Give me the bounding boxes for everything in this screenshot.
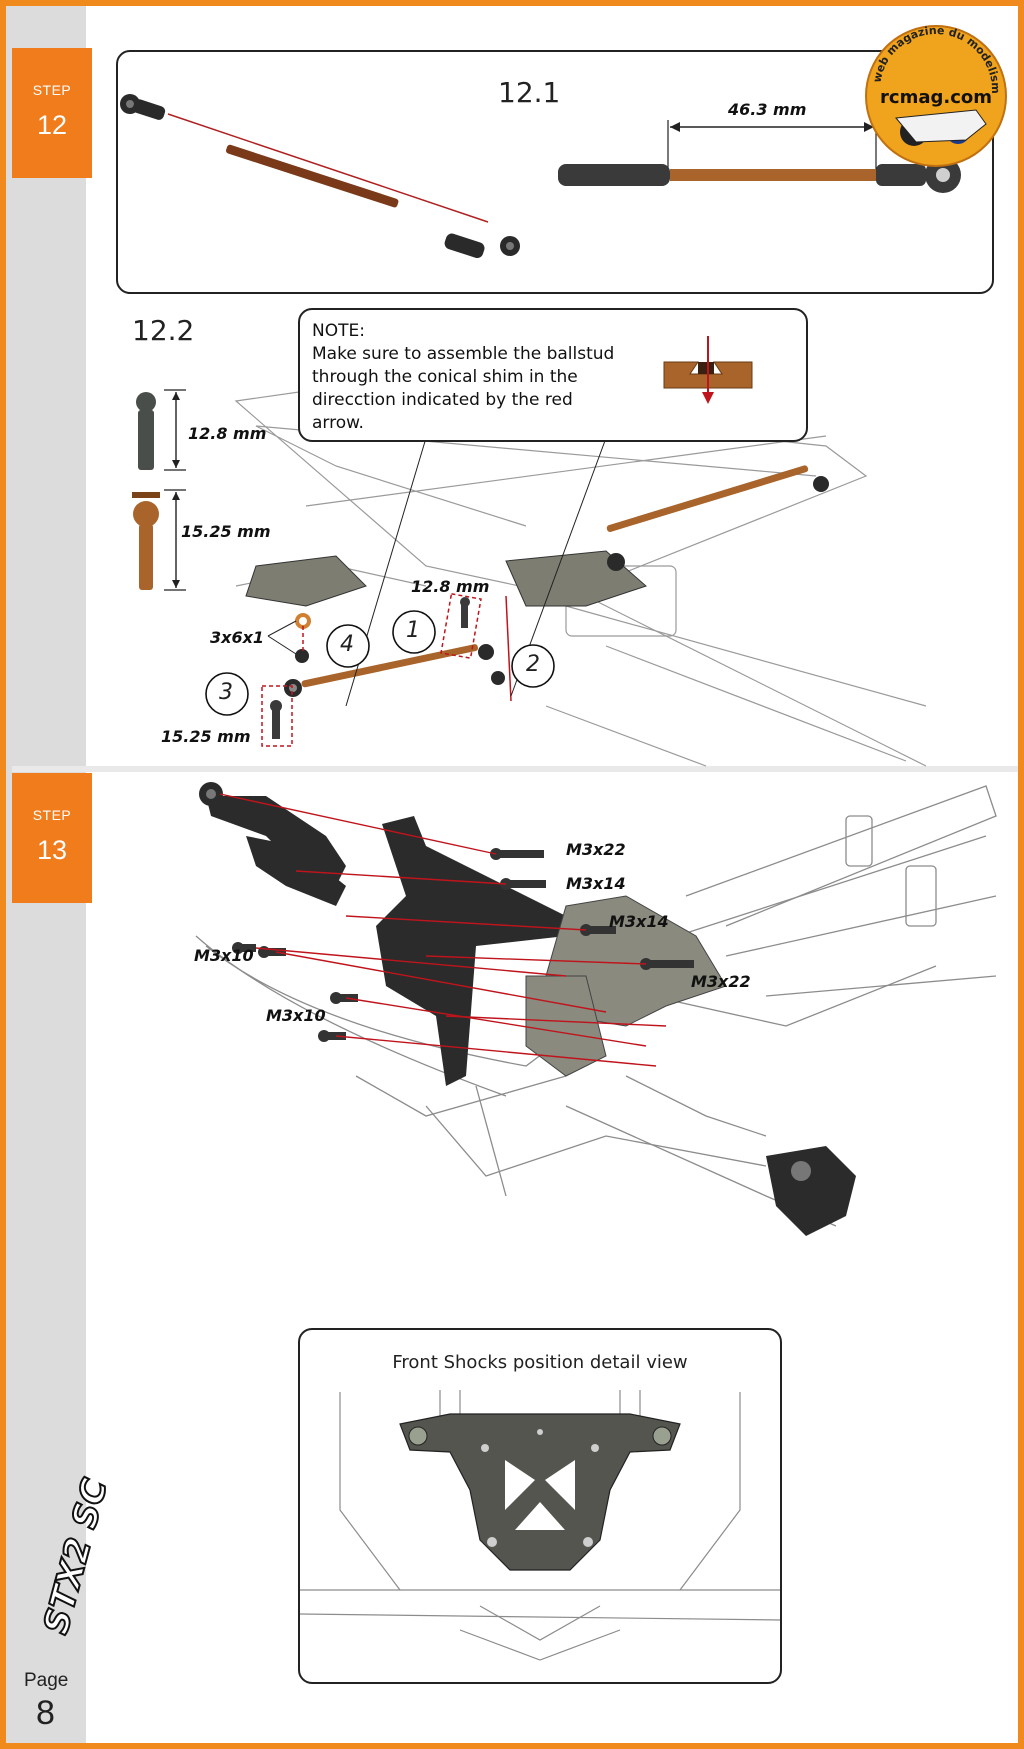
ball-stud-icon [270, 700, 282, 739]
step-13-number: 13 [36, 835, 68, 865]
model-logo-text: STX2 SC [36, 1475, 116, 1639]
step-12-number: 12 [36, 110, 68, 140]
step-12-1-title: 12.1 [498, 76, 561, 109]
screw-label-m3x22-top: M3x22 [566, 840, 626, 859]
logo-site: rcmag.com [880, 87, 992, 108]
ball-stud-small-icon [136, 392, 156, 470]
ballstud-large-label: 15.25 mm [181, 522, 271, 541]
screw-label-m3x10-left: M3x10 [194, 946, 254, 965]
stx2-sc-logo-icon: STX2 SC [35, 1474, 117, 1640]
ballstud-large-inline-label: 15.25 mm [161, 727, 251, 746]
note-body: Make sure to assemble the ballstud throu… [312, 344, 615, 433]
rear-suspension-illustration [205, 390, 927, 767]
screw-label-m3x14-upper: M3x14 [566, 874, 626, 893]
step-12-1-panel: 12.1 46.3 mm [116, 50, 994, 294]
screw-label-m3x22-bottom: M3x22 [691, 972, 751, 991]
step-13-label: STEP [32, 807, 72, 823]
order-number-1: 1 [406, 618, 420, 643]
detail-caption: Front Shocks position detail view [392, 1352, 688, 1373]
screw-label-m3x14-lower: M3x14 [609, 912, 669, 931]
step-12-tab: STEP 12 [12, 48, 92, 178]
step-12-2-title: 12.2 [132, 314, 195, 347]
screw-label-m3x10-center: M3x10 [266, 1006, 326, 1025]
order-number-4: 4 [340, 632, 354, 657]
page-number: 8 [36, 1694, 55, 1732]
rod-length-label: 46.3 mm [728, 100, 807, 119]
front-shock-tower-illustration [195, 782, 997, 1236]
rcmag-logo-icon: Le web magazine du modelisme rcmag.com [852, 10, 1007, 167]
ballstud-small-label: 12.8 mm [188, 424, 267, 443]
assembly-note: NOTE: Make sure to assemble the ballstud… [298, 308, 808, 442]
shock-tower-detail-illustration [299, 1390, 781, 1661]
note-heading: NOTE: [312, 321, 365, 341]
shim-label: 3x6x1 [210, 628, 265, 647]
ball-stud-dimensions [132, 389, 186, 591]
step-13-tab: STEP 13 [12, 773, 92, 903]
front-shocks-detail-panel: Front Shocks position detail view [298, 1328, 782, 1684]
note-text: NOTE: Make sure to assemble the ballstud… [312, 320, 642, 435]
conical-shim-icon [663, 336, 753, 404]
ballstud-small-inline-label: 12.8 mm [411, 577, 490, 596]
step-12-label: STEP [32, 82, 72, 98]
order-number-2: 2 [526, 652, 540, 677]
ball-stud-large-icon [132, 492, 160, 590]
page-label: Page [24, 1670, 69, 1691]
section-divider [12, 766, 1018, 772]
rod-end-left-icon [120, 94, 166, 120]
order-number-3: 3 [219, 680, 233, 705]
